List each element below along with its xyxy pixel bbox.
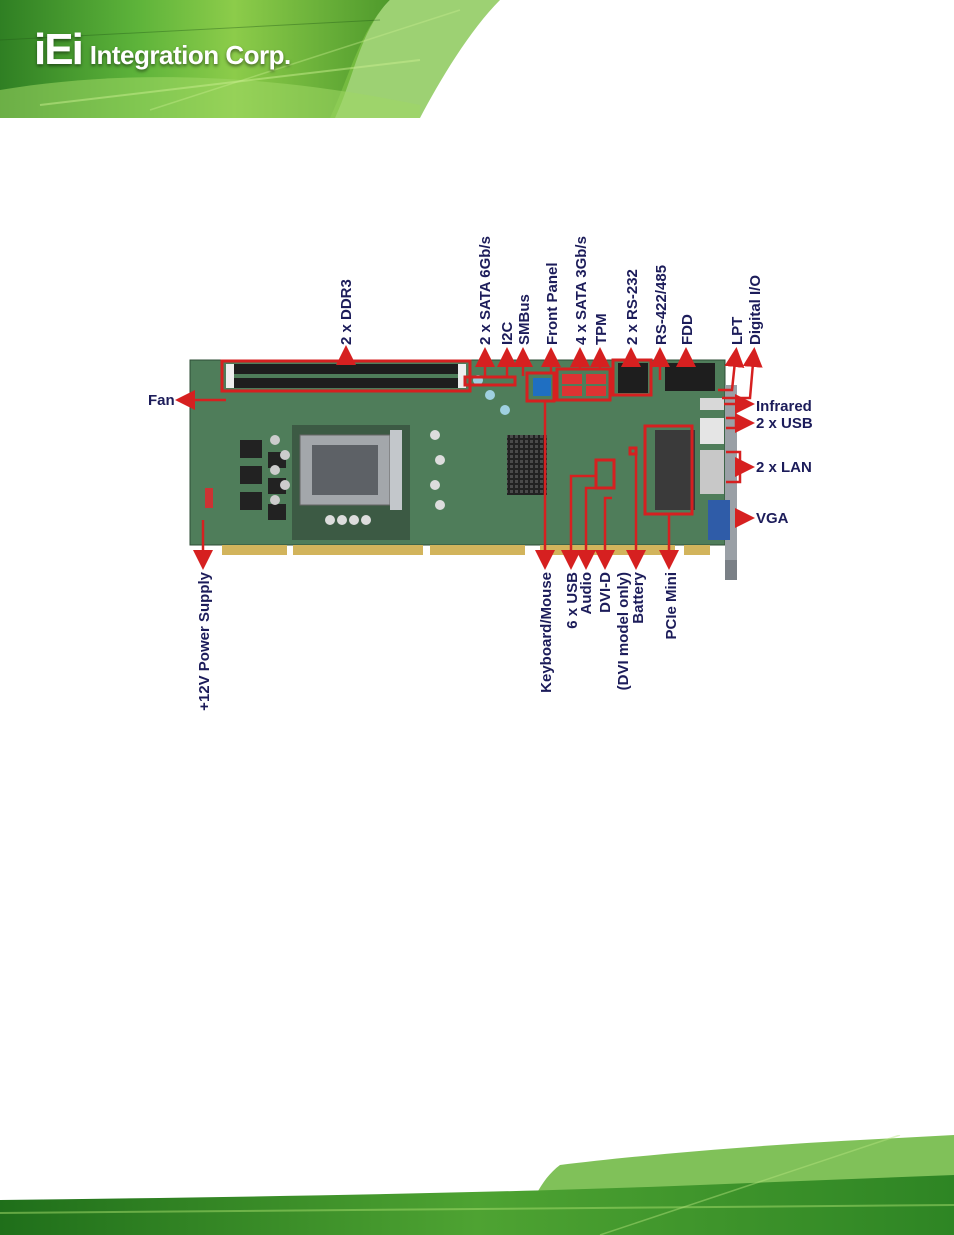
- label-power-supply: +12V Power Supply: [196, 571, 213, 710]
- label-rs232: 2 x RS-232: [624, 269, 641, 345]
- label-fdd: FDD: [679, 314, 696, 345]
- label-audio: Audio: [578, 572, 595, 615]
- label-i2c: I2C: [499, 321, 516, 345]
- board-connectors: [533, 363, 730, 540]
- label-battery: Battery: [630, 571, 647, 623]
- header-banner: [0, 0, 500, 118]
- label-ddr3: 2 x DDR3: [338, 279, 355, 345]
- label-smbus: SMBus: [516, 294, 533, 345]
- label-fan: Fan: [148, 392, 175, 409]
- label-tpm: TPM: [593, 313, 610, 345]
- chipset-heatsink: [507, 435, 547, 495]
- label-pcie-mini: PCIe Mini: [663, 572, 680, 640]
- vrm-components: [205, 375, 510, 525]
- label-infrared: Infrared: [756, 398, 812, 415]
- label-sata6: 2 x SATA 6Gb/s: [477, 236, 494, 345]
- label-lan: 2 x LAN: [756, 459, 812, 476]
- label-lpt: LPT: [729, 317, 746, 345]
- iei-logo: iEi Integration Corp.: [34, 26, 291, 74]
- label-vga: VGA: [756, 510, 789, 527]
- label-dvi-d: DVI-D: [597, 572, 614, 613]
- label-digital-io: Digital I/O: [747, 275, 764, 345]
- label-usb6: 6 x USB: [564, 572, 581, 629]
- label-rs422: RS-422/485: [653, 265, 670, 345]
- label-sata3: 4 x SATA 3Gb/s: [573, 236, 590, 345]
- label-usb2: 2 x USB: [756, 415, 813, 432]
- callout-lines: [175, 345, 763, 570]
- label-front-panel: Front Panel: [544, 262, 561, 345]
- ddr3-slots: [226, 364, 466, 388]
- footer-banner: [0, 1135, 954, 1235]
- label-dvi-model-only: (DVI model only): [615, 572, 632, 690]
- logo-mark: iEi: [34, 25, 84, 74]
- logo-wordmark: Integration Corp.: [89, 39, 291, 70]
- label-keyboard-mouse: Keyboard/Mouse: [538, 572, 555, 693]
